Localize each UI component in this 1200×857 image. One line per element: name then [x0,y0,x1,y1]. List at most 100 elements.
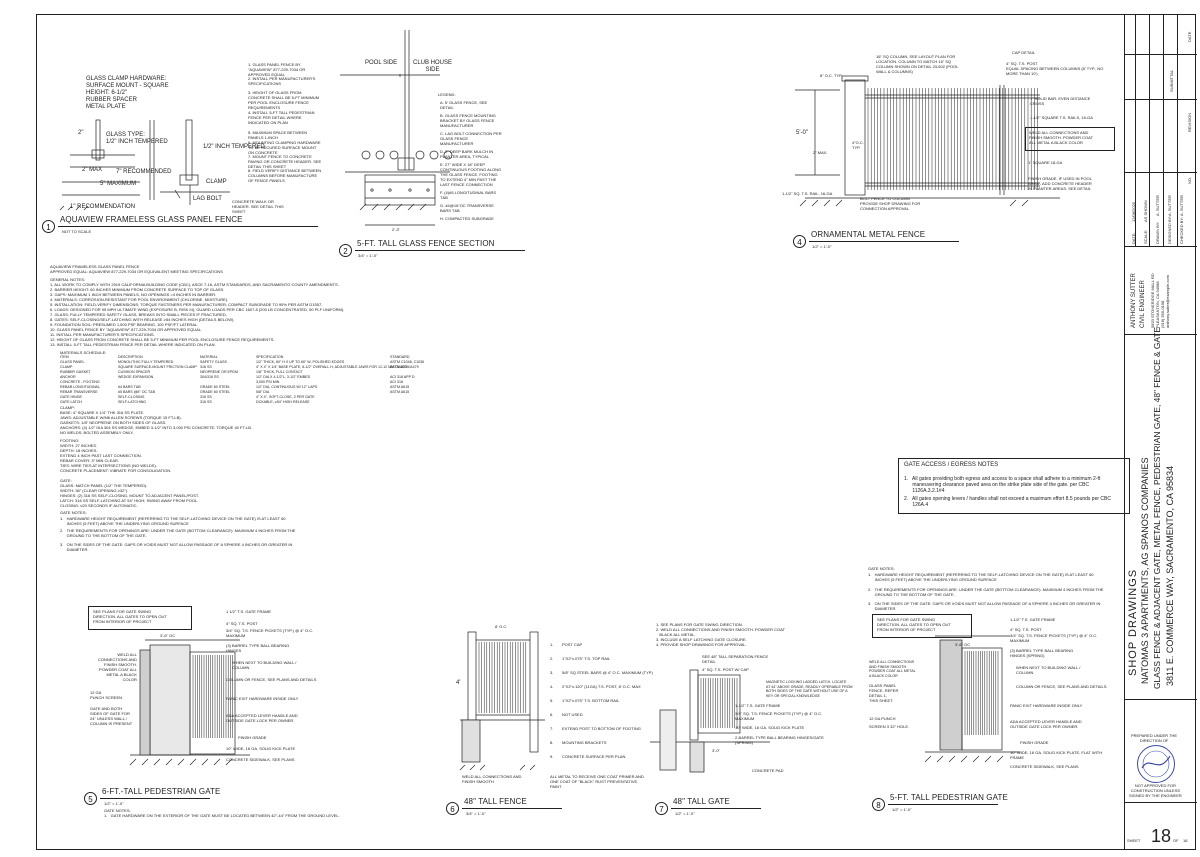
tb-checked: A. SUTTER [1179,195,1184,216]
d1-note: 3. HEIGHT OF GLASS FROM CONCRETE SHALL B… [248,90,320,110]
gate-line: WIDTH: 36" (CLEAR OPENING ≥32"). [60,488,129,493]
tb-revision: REVISION [1187,112,1192,132]
d6-legend-item: NOT USED [562,712,583,717]
d8-see-plans-box [872,614,972,638]
d2-number: 2 [339,244,352,257]
d1-title: AQUAVIEW FRAMELESS GLASS PANEL FENCE [60,215,243,224]
sched-cell: 1/2" THICK, 60" H X UP TO 60" W, POLISHE… [256,360,345,364]
tb-engineer-title: CIVIL ENGINEER [1140,280,1146,328]
d4-cap-detail: CAP DETAIL [1012,50,1035,55]
sched-cell: ASTM C1048, C1036 [390,360,425,364]
sched-cell: 3,000 PSI MIN [256,380,280,384]
clamp-block: CLAMP: BASE: 4" SQUARE X 1/4" THK 316 SS… [60,405,360,435]
sched-cell: CLAMP [60,365,73,369]
sched-cell: MONOLITHIC FULLY TEMPERED [118,360,174,364]
d4-dim-2max: 2" MAX. [813,150,828,155]
title-block: DATE REVISION NO. SUBMITTAL DATE: 12/08/… [1124,14,1197,850]
tb-seal-area: PREPARED UNDER THE DIRECTION OF NOT APPR… [1125,699,1197,803]
d6-legend-item: MOUNTING BRACKETS [562,740,607,745]
sched-cell: 316 SS [200,365,212,369]
sched-cell: REBAR TRANSVERSE [60,390,98,394]
gate-line: LATCH: 316 SS SELF-LATCHING AT 54" HIGH;… [60,498,199,503]
d5-gate-notes: GATE NOTES: 1. GATE HARDWARE ON THE EXTE… [104,808,340,818]
d4-rails: 1-1/2" SQUARE T.S. RAILS, 16-GA [1030,115,1093,120]
tb-engineer-addr: 5820 STONERIDGE MALL RD PLEASANTON, CA 9… [1150,273,1170,328]
d5-ada: ADA ACCEPTED LEVER HANDLE AND OUTSIDE GA… [226,713,298,723]
d1-hardware-label: GLASS CLAMP HARDWARE: SURFACE MOUNT - SQ… [86,76,169,110]
d1-notes: 1. GLASS PANEL FENCE BY "AQUAVIEW" 877-2… [248,62,323,183]
d8-post: 4" SQ. T.S. POST [1010,627,1042,632]
egress-notes-box [898,458,1130,514]
d2-dim-bottom: 2'-3" [392,227,400,232]
d5-frame: 1 1/2" T.S. GATE FRAME [226,609,272,614]
tb-prepared: PREPARED UNDER THE DIRECTION OF [1131,733,1178,743]
d2-legend-item: F. (4)#5 LONGITUDINAL BARS T&B [440,190,497,200]
sched-cell: STANDARD [390,355,410,359]
clamp-line: NO WELDS; BOLTED ASSEMBLY ONLY. [60,430,134,435]
egress-title: GATE ACCESS / EGRESS NOTES [904,462,999,468]
clamp-line: JAWS: ADJUSTABLE W/M6 ALLEN SCREWS (TORQ… [60,415,182,420]
d7-notes: 1. SEE PLANS FOR GATE SWING DIRECTION. 2… [656,622,785,647]
d5-sidewalk: CONCRETE SIDEWALK, SEE PLANS [226,757,295,762]
tb-designed-label: DESIGNED BY: [1167,215,1172,244]
r-gate-notes-title: GATE NOTES: [868,566,895,571]
d4-column-note: 16" SQ COLUMN, SEE LAYOUT PLAN FOR LOCAT… [876,54,959,74]
sched-cell: SPECIFICATION [256,355,284,359]
gate-notes-title: GATE NOTES: [60,510,87,515]
d7-pad: CONCRETE PAD [752,768,784,773]
sched-cell: ASTM A615 [390,390,410,394]
d5-number: 5 [84,792,97,805]
d2-legend-item: E. 27" WIDE X 18" DEEP CONTINUOUS FOOTIN… [440,162,502,187]
tb-date-label: DATE: [1131,232,1136,244]
tb-scale-label: SCALE: [1143,229,1148,244]
d7-hinges: 2-BARREL TYPE BALL BEARING HINGES/GATE (… [735,735,824,745]
d2-legend-title: LEGEND: [438,92,456,97]
d1-clamp: CLAMP [206,179,227,185]
d8-column: COLUMN OR FENCE, SEE PLANS AND DETAILS. [1016,684,1108,689]
gen-note: 10. GLASS PANEL FENCE BY "AQUAVIEW" 877-… [50,327,203,332]
d1-scale: NOT TO SCALE [62,229,92,234]
sched-cell: 4" X 4", SOFT-CLOSE, 2 PER GATE [256,395,315,399]
gate-line: GLASS: MATCH PANEL (1/2" THK TEMPERED). [60,483,148,488]
footing-block: FOOTING: WIDTH: 27 INCHES. DEPTH: 18 INC… [60,438,360,473]
gate-line: CLOSING: ≤20 SECONDS IF AUTOMATIC. [60,503,138,508]
d1-lag-bolt: LAG BOLT [193,196,222,202]
d8-pickets: 3/4" SQ. T.S. FENCE PICKETS (TYP.) @ 4" … [1010,633,1098,643]
d4-weld: WELD ALL CONNECTIONS AND FINISH SMOOTH. … [1029,130,1093,145]
d5-scale: 1/2" = 1'-0" [104,801,124,806]
d7-number: 7 [655,802,668,815]
gate-note: 3. ON THE SIDES OF THE GATE: GAPS OR VOI… [60,542,293,552]
d4-rail-16: 1-1/2" SQ. T.S. RAIL, 16-GA [782,191,833,196]
d7-kick: 10" WIDE, 16 GA. SOLID KICK PLATE [735,725,805,730]
d4-dim-4oc: 4"O.C. TYP. [852,140,864,150]
d5-finish: FINISH GRADE [238,735,267,740]
sched-cell: #5 BARS @8" OC T&B [118,390,156,394]
d4-scale: 1/2" = 1'-0" [812,244,832,249]
tb-title: SHOP DRAWINGS NATOMAS 3 APARTMENTS, AG S… [1125,327,1197,700]
d5-weld: WELD ALL CONNECTIONS AND FINISH SMOOTH. … [98,652,137,682]
d6-legend-num: 5. [550,698,554,703]
sched-cell: 304/316 SS [200,375,219,379]
d5-panic: PANIC EXIT HARDWARE INSIDE ONLY [226,696,299,701]
d4-weld-box [1025,127,1115,151]
d1-note: 7. MOUNT FENCE TO CONCRETE PAVING OR CON… [248,154,322,169]
sched-cell: 5/8" DIA [256,390,270,394]
gen-note: 6. LOADS: DESIGNED FOR 95 MPH ULTIMATE W… [50,307,345,312]
tb-engineer-name: ANTHONY SUTTER [1131,273,1137,328]
gen-note: 4. MATERIALS: CORROSION-RESISTANT FOR PO… [50,297,229,302]
footing-line: CONCRETE PLACEMENT: VIBRATE FOR CONSOLID… [60,468,172,473]
gate-line: GATE: [60,478,72,483]
d6-legend-item: EXTEND POST TO BOTTOM OF FOOTING [562,726,641,731]
tb-engineer: ANTHONY SUTTER CIVIL ENGINEER 5820 STONE… [1125,246,1197,335]
footing-line: REBAR COVER: 3" MIN CLEAR. [60,458,119,463]
sched-cell: GLASS PANEL [60,360,85,364]
d5-hinges: (3) BARREL TYPE BALL BEARING HINGES [226,643,290,653]
d6-legend-num: 9. [550,754,554,759]
sched-cell: SELF-LATCHING [118,400,147,404]
tb-of-label: OF [1173,838,1179,843]
